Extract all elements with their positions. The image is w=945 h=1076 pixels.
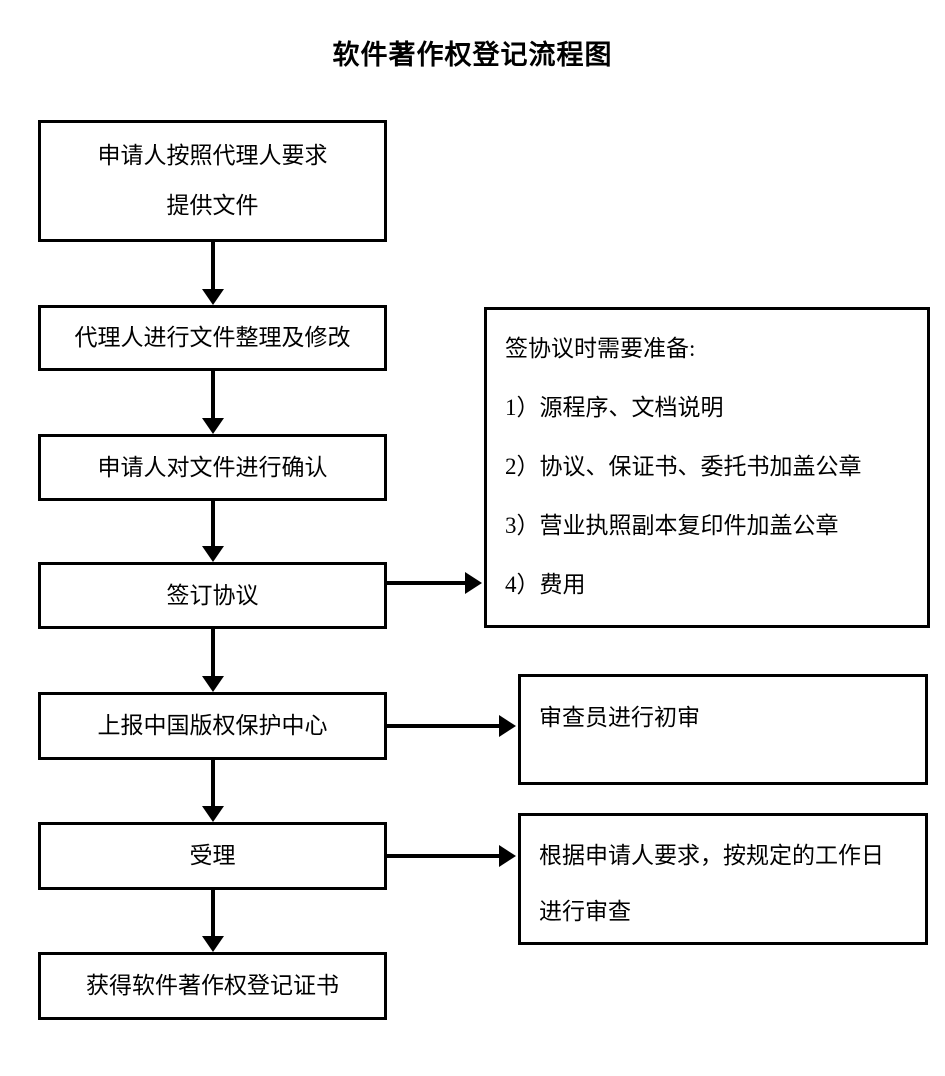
connector-line-sign-to-submit — [211, 629, 215, 676]
connector-line-confirm-to-sign — [211, 501, 215, 546]
note-heading: 签协议时需要准备: — [505, 336, 696, 361]
note-list-item: 3）营业执照副本复印件加盖公章 — [505, 513, 839, 538]
flow-node-text: 受理 — [41, 841, 384, 871]
connector-line-sign-to-note — [387, 581, 469, 585]
page-title: 软件著作权登记流程图 — [332, 40, 613, 70]
note-line: 进行审查 — [539, 899, 631, 924]
flow-node-line: 提供文件 — [166, 193, 259, 218]
flow-node-agent-edit: 代理人进行文件整理及修改 — [38, 305, 387, 371]
arrow-down-icon — [202, 418, 224, 434]
flow-node-line: 上报中国版权保护中心 — [97, 713, 328, 738]
flow-node-line: 代理人进行文件整理及修改 — [74, 325, 351, 350]
flow-node-text: 获得软件著作权登记证书 — [41, 971, 384, 1001]
connector-line-submit-to-note — [387, 724, 501, 728]
flow-node-sign-agreement: 签订协议 — [38, 562, 387, 629]
flow-node-text: 签订协议 — [41, 581, 384, 611]
note-box-first-review: 审查员进行初审 — [518, 674, 928, 785]
note-list-item: 1）源程序、文档说明 — [505, 395, 724, 420]
flow-node-text: 上报中国版权保护中心 — [41, 711, 384, 741]
note-box-review-period: 根据申请人要求，按规定的工作日 进行审查 — [518, 813, 928, 945]
arrow-down-icon — [202, 289, 224, 305]
arrow-down-icon — [202, 676, 224, 692]
connector-line-submit-to-accept — [211, 760, 215, 806]
arrow-right-icon — [499, 715, 516, 737]
flow-node-submit-to-center: 上报中国版权保护中心 — [38, 692, 387, 760]
arrow-down-icon — [202, 806, 224, 822]
flow-node-applicant-confirm: 申请人对文件进行确认 — [38, 434, 387, 501]
note-box-preparation-list: 签协议时需要准备: 1）源程序、文档说明 2）协议、保证书、委托书加盖公章 3）… — [484, 307, 930, 628]
flow-node-text: 申请人对文件进行确认 — [41, 453, 384, 483]
flow-node-obtain-certificate: 获得软件著作权登记证书 — [38, 952, 387, 1020]
flow-node-line: 受理 — [189, 843, 236, 868]
arrow-right-icon — [499, 845, 516, 867]
note-list-item: 2）协议、保证书、委托书加盖公章 — [505, 454, 862, 479]
note-list-item: 4）费用 — [505, 572, 586, 597]
arrow-right-icon — [465, 572, 482, 594]
flow-node-provide-docs: 申请人按照代理人要求 提供文件 — [38, 120, 387, 242]
flow-node-line: 获得软件著作权登记证书 — [86, 973, 339, 998]
connector-line-agent-to-confirm — [211, 371, 215, 418]
connector-line-accept-to-note — [387, 854, 501, 858]
connector-line-provide-to-agent — [211, 242, 215, 289]
flow-node-text: 申请人按照代理人要求 提供文件 — [41, 141, 384, 221]
note-line: 审查员进行初审 — [539, 705, 700, 730]
connector-line-accept-to-certificate — [211, 890, 215, 936]
note-line: 根据申请人要求，按规定的工作日 — [539, 843, 884, 868]
arrow-down-icon — [202, 936, 224, 952]
flow-node-line: 申请人对文件进行确认 — [97, 454, 328, 480]
flow-node-line: 签订协议 — [166, 582, 259, 608]
arrow-down-icon — [202, 546, 224, 562]
flow-node-accept: 受理 — [38, 822, 387, 890]
flow-node-text: 代理人进行文件整理及修改 — [41, 323, 384, 353]
flow-node-line: 申请人按照代理人要求 — [97, 143, 328, 168]
